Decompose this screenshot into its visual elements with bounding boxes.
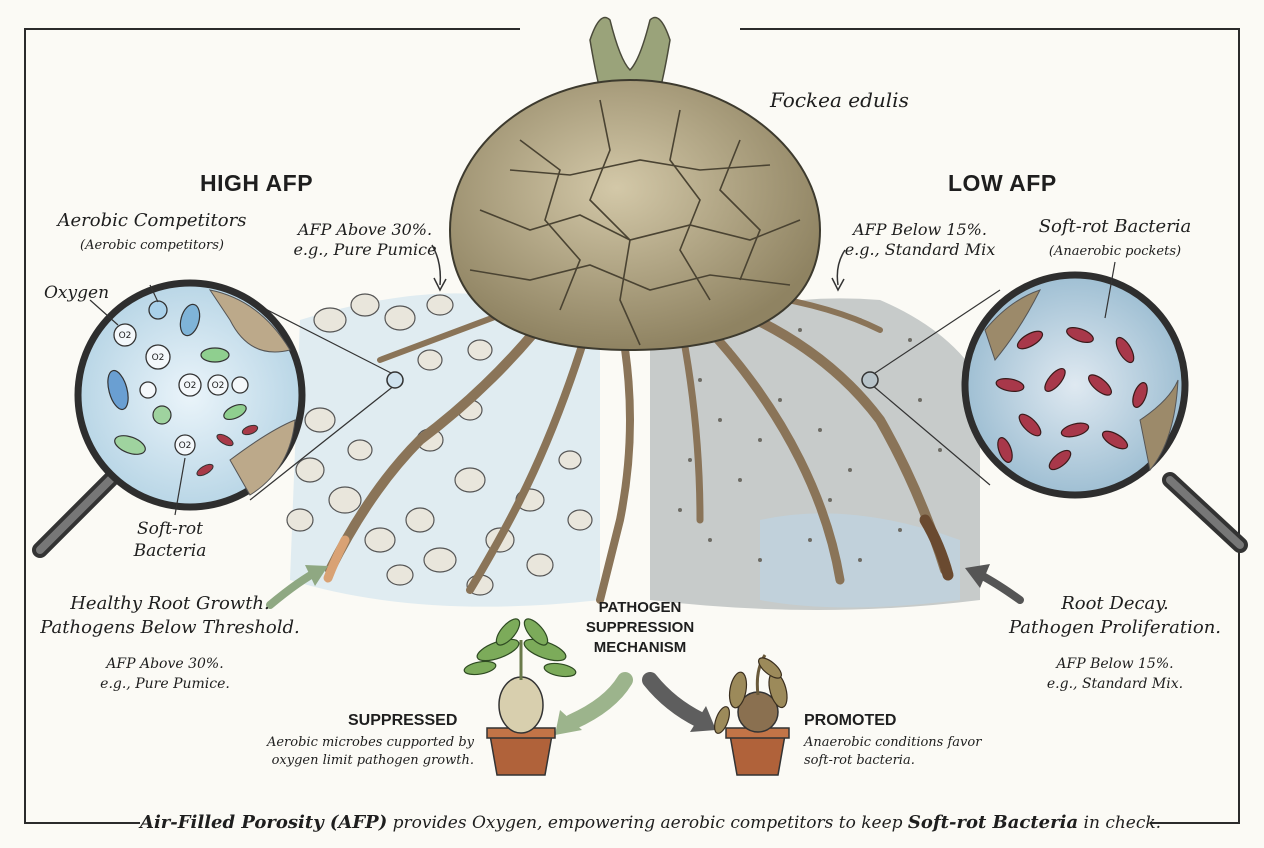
decay-afp-note: AFP Below 15%. e.g., Standard Mix. bbox=[1030, 654, 1200, 694]
caudex bbox=[448, 16, 822, 352]
suppressed-arrow bbox=[564, 672, 633, 730]
aerobic-competitors-title: Aerobic Competitors bbox=[57, 210, 247, 231]
o2-label: O2 bbox=[119, 331, 132, 341]
healthy-outcome-line2: Pathogens Below Threshold. bbox=[40, 617, 300, 638]
healthy-outcome-line1: Healthy Root Growth. bbox=[70, 593, 270, 614]
suppressed-title: SUPPRESSED bbox=[348, 712, 458, 729]
decay-outcome-line1: Root Decay. bbox=[1061, 593, 1169, 614]
mechanism-title-line2: SUPPRESSION bbox=[585, 619, 695, 636]
promoted-description-line1: Anaerobic conditions favor bbox=[804, 735, 982, 750]
promoted-description: Anaerobic conditions favor soft-rot bact… bbox=[804, 734, 981, 770]
rotting-root bbox=[919, 514, 954, 581]
afp-low-arrow bbox=[836, 249, 846, 286]
aerobic-competitors-subtitle: (Aerobic competitors) bbox=[80, 238, 224, 253]
afp-high-arrow bbox=[431, 244, 442, 286]
mechanism-title: PATHOGEN SUPPRESSION MECHANISM bbox=[560, 598, 720, 658]
o2-label: O2 bbox=[152, 353, 165, 363]
left-softrot-line2: Bacteria bbox=[133, 541, 207, 561]
suppressed-description-line1: Aerobic microbes cupported by bbox=[266, 735, 474, 750]
healthy-afp-note: AFP Above 30%. e.g., Pure Pumice. bbox=[90, 654, 240, 694]
frame-gap-top bbox=[520, 20, 740, 36]
healthy-root-tip bbox=[323, 535, 350, 583]
healthy-outcome: Healthy Root Growth. Pathogens Below Thr… bbox=[40, 592, 300, 640]
aerobic-pointer bbox=[149, 284, 159, 303]
o2-label: O2 bbox=[184, 381, 197, 391]
left-softrot-label: Soft-rot Bacteria bbox=[120, 518, 220, 562]
high-afp-heading: HIGH AFP bbox=[200, 170, 314, 196]
right-magnifier bbox=[861, 261, 1248, 553]
left-softrot-line1: Soft-rot bbox=[137, 519, 203, 539]
dying-potted-plant bbox=[714, 654, 790, 776]
aerobic-microbes bbox=[107, 303, 247, 455]
high-afp-callout: AFP Above 30%. e.g., Pure Pumice bbox=[280, 220, 450, 260]
mechanism-title-line3: MECHANISM bbox=[593, 639, 687, 656]
pathogen-bacteria bbox=[196, 424, 259, 477]
decay-afp-note-line2: e.g., Standard Mix. bbox=[1046, 676, 1184, 692]
healthy-potted-plant bbox=[463, 618, 577, 776]
high-afp-callout-line2: e.g., Pure Pumice bbox=[293, 240, 437, 259]
healthy-afp-note-line1: AFP Above 30%. bbox=[106, 656, 224, 672]
low-afp-callout: AFP Below 15%. e.g., Standard Mix bbox=[830, 220, 1010, 260]
low-afp-heading: LOW AFP bbox=[948, 170, 1057, 196]
footer-end: in check. bbox=[1078, 813, 1162, 833]
suppressed-description: Aerobic microbes cupported by oxygen lim… bbox=[267, 734, 474, 770]
softrot-pointer bbox=[1104, 261, 1116, 319]
promoted-title: PROMOTED bbox=[804, 712, 897, 729]
standard-mix-substrate bbox=[650, 298, 980, 610]
softrot-pointer bbox=[174, 457, 186, 516]
decay-afp-note-line1: AFP Below 15%. bbox=[1056, 656, 1174, 672]
species-name: Fockea edulis bbox=[770, 88, 909, 112]
decay-outcome-line2: Pathogen Proliferation. bbox=[1008, 617, 1222, 638]
o2-label: O2 bbox=[212, 381, 225, 391]
high-afp-callout-line1: AFP Above 30%. bbox=[297, 220, 433, 239]
o2-label: O2 bbox=[179, 441, 192, 451]
healthy-afp-note-line2: e.g., Pure Pumice. bbox=[100, 676, 230, 692]
footer-softrot: Soft-rot Bacteria bbox=[907, 812, 1079, 833]
softrot-bacteria-title: Soft-rot Bacteria bbox=[1038, 216, 1192, 237]
oxygen-label: Oxygen bbox=[44, 283, 110, 303]
oxygen-pointer bbox=[89, 299, 119, 326]
decay-outcome: Root Decay. Pathogen Proliferation. bbox=[1000, 592, 1230, 640]
left-magnifier: O2 O2 O2 O2 O2 bbox=[32, 279, 404, 558]
promoted-arrow bbox=[642, 672, 708, 728]
footer-afp: Air-Filled Porosity (AFP) bbox=[140, 812, 388, 833]
mechanism-title-line1: PATHOGEN bbox=[598, 599, 682, 616]
footer-middle: provides Oxygen, empowering aerobic comp… bbox=[387, 813, 908, 833]
low-afp-callout-line2: e.g., Standard Mix bbox=[844, 240, 996, 259]
promoted-description-line2: soft-rot bacteria. bbox=[804, 753, 915, 768]
softrot-bacteria-cluster bbox=[995, 327, 1148, 471]
suppressed-description-line2: oxygen limit pathogen growth. bbox=[271, 753, 474, 768]
footer-caption: Air-Filled Porosity (AFP) provides Oxyge… bbox=[140, 812, 1161, 833]
softrot-bacteria-subtitle: (Anaerobic pockets) bbox=[1048, 244, 1182, 259]
low-afp-callout-line1: AFP Below 15%. bbox=[853, 220, 987, 239]
pumice-substrate bbox=[286, 293, 600, 607]
frame-gap-bottom bbox=[140, 816, 1150, 832]
